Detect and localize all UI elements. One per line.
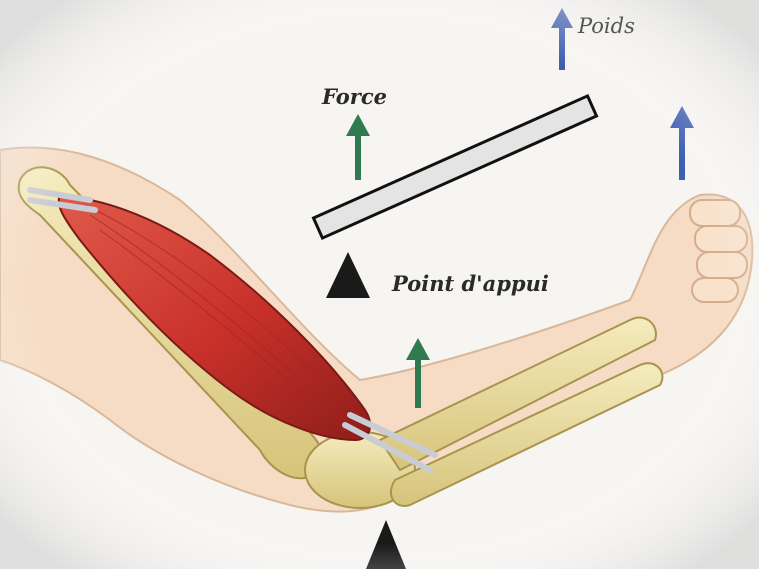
fulcrum-label: Point d'appui <box>392 271 549 296</box>
weight-label: Poids <box>578 14 635 38</box>
force-label: Force <box>322 84 387 109</box>
